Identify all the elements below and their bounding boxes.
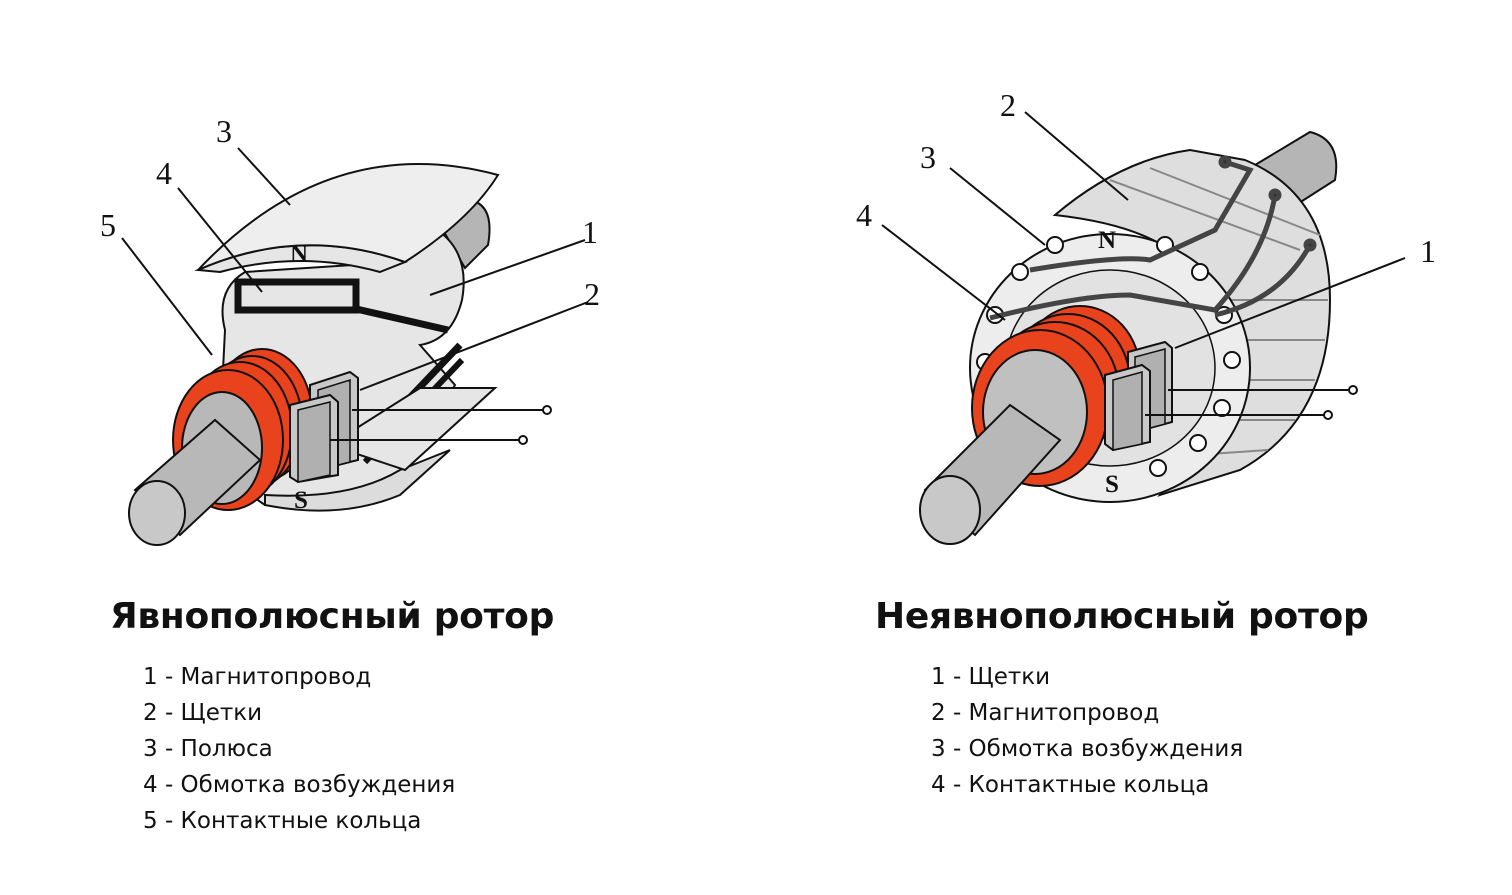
salient-pole-north: [194, 163, 500, 274]
legend-item: 1 - Щетки: [931, 664, 1051, 690]
legend-item: 2 - Щетки: [143, 700, 263, 726]
legend-item: 1 - Магнитопровод: [143, 664, 372, 690]
salient-callout-3: 3: [216, 113, 232, 149]
non-salient-leader-lines: [881, 111, 1406, 349]
non-salient-brushes: [1104, 340, 1358, 452]
legend-item: 4 - Обмотка возбуждения: [143, 772, 456, 798]
salient-callout-5: 5: [100, 207, 116, 243]
non-salient-front-shaft: [919, 403, 1062, 545]
non-salient-callout-2: 2: [1000, 87, 1016, 123]
salient-leader-lines: [121, 147, 589, 391]
legend-item: 2 - Магнитопровод: [931, 700, 1160, 726]
non-salient-rotor-drawing: [881, 111, 1406, 545]
non-salient-field-winding: [989, 155, 1317, 321]
salient-callout-4: 4: [156, 155, 172, 191]
salient-brushes: [289, 370, 552, 484]
legend-item: 4 - Контактные кольца: [931, 772, 1210, 798]
non-salient-title: Неявнополюсный ротор: [875, 596, 1369, 637]
non-salient-pole-label-north: N: [1098, 227, 1116, 254]
salient-title: Явнополюсный ротор: [110, 596, 555, 637]
non-salient-callout-1: 1: [1420, 233, 1436, 269]
legend-item: 3 - Полюса: [143, 736, 273, 762]
legend-item: 5 - Контактные кольца: [143, 808, 422, 834]
rotor-slots: [976, 236, 1241, 477]
salient-brush-plate: [327, 387, 498, 472]
salient-legend: 1 - Магнитопровод 2 - Щетки 3 - Полюса 4…: [143, 659, 455, 839]
salient-callout-2: 2: [584, 276, 600, 312]
non-salient-pole-label-south: S: [1105, 471, 1119, 498]
legend-item: 3 - Обмотка возбуждения: [931, 736, 1244, 762]
salient-pole-south: [264, 449, 451, 512]
salient-callout-1: 1: [582, 214, 598, 250]
non-salient-callout-3: 3: [920, 139, 936, 175]
non-salient-callout-4: 4: [856, 197, 872, 233]
non-salient-legend: 1 - Щетки 2 - Магнитопровод 3 - Обмотка …: [931, 659, 1243, 803]
salient-front-shaft: [128, 418, 262, 546]
non-salient-contact-rings: [971, 305, 1141, 487]
salient-pole-label-south: S: [294, 487, 308, 514]
salient-rotor-drawing: [121, 147, 589, 546]
salient-pole-label-north: N: [290, 241, 308, 268]
